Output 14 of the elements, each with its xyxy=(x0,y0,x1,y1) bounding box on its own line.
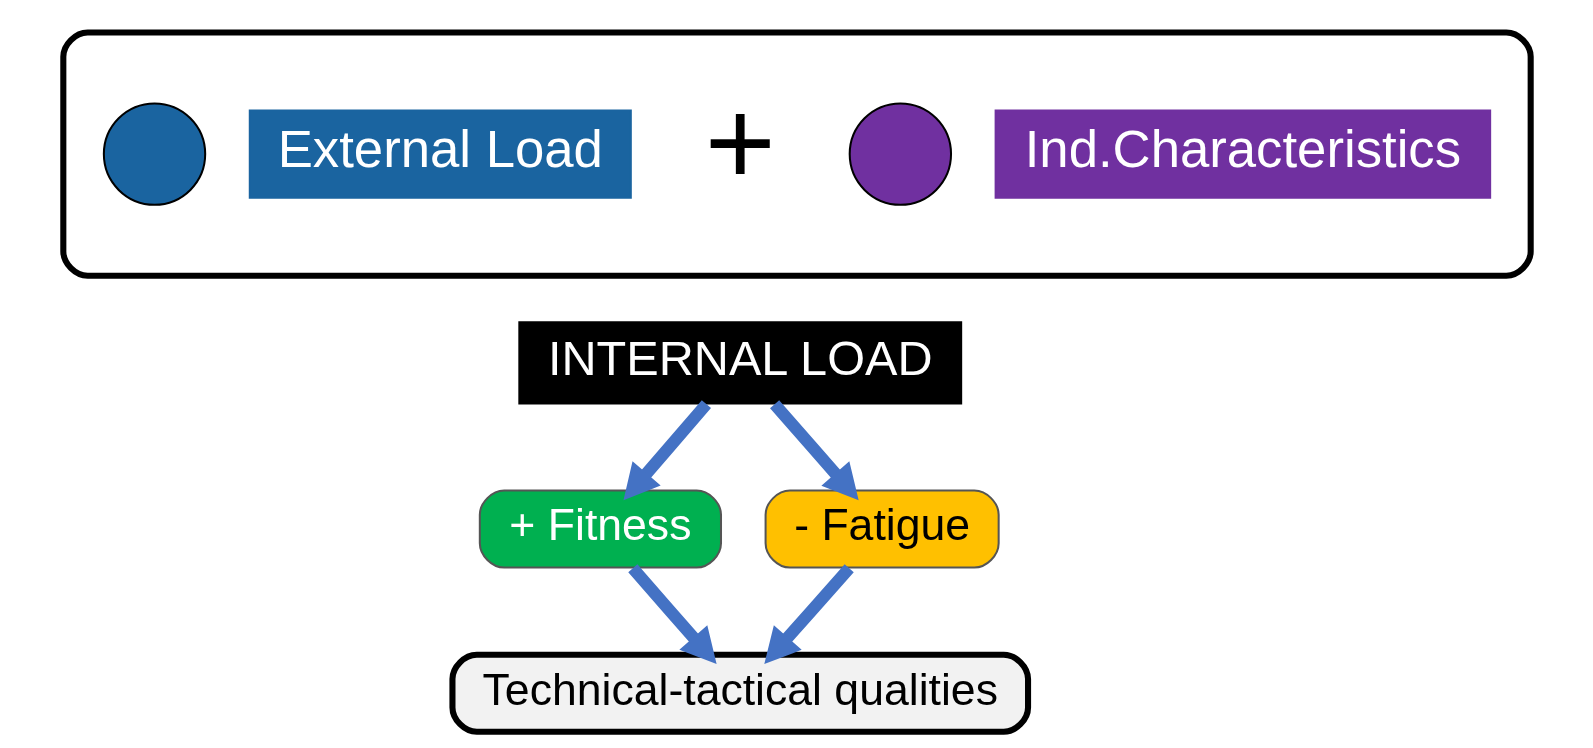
node-box: External Load xyxy=(248,109,632,199)
node-box: Ind.Characteristics xyxy=(994,109,1491,199)
arrow xyxy=(763,564,854,665)
node-box: INTERNAL LOAD xyxy=(517,321,962,405)
node-box: + Fitness xyxy=(478,489,722,569)
node-circle xyxy=(102,102,206,206)
label: + xyxy=(704,74,776,211)
arrow xyxy=(622,400,711,501)
node-box: Technical-tactical qualities xyxy=(448,651,1031,735)
node-box: - Fatigue xyxy=(764,489,1000,569)
cluster xyxy=(59,29,1534,279)
arrow xyxy=(769,400,859,501)
arrow xyxy=(627,564,717,665)
node-circle xyxy=(848,102,952,206)
